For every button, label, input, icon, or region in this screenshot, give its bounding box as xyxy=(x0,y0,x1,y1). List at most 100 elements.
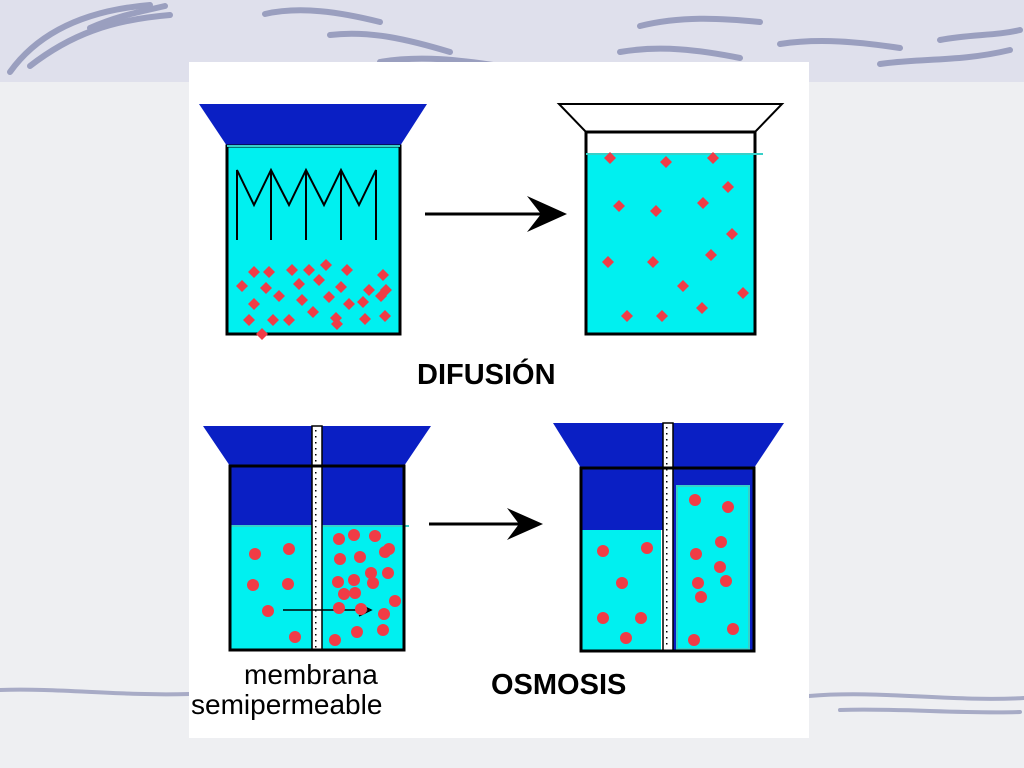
membrane-pore xyxy=(315,622,317,624)
membrane-pore xyxy=(666,613,668,615)
particle xyxy=(303,264,315,276)
particle xyxy=(286,264,298,276)
membrane-pore xyxy=(666,643,668,645)
particle xyxy=(375,290,387,302)
membrane-pore xyxy=(315,484,317,486)
particle xyxy=(688,634,700,646)
particle xyxy=(597,545,609,557)
membrane-pore xyxy=(666,469,668,471)
membrane-pore xyxy=(666,517,668,519)
particle xyxy=(650,205,662,217)
particle xyxy=(621,310,633,322)
membrane-pore xyxy=(315,538,317,540)
particle xyxy=(720,575,732,587)
membrane-pore xyxy=(666,439,668,441)
membrane-pore xyxy=(666,565,668,567)
membrane-pore xyxy=(315,454,317,456)
particle xyxy=(283,314,295,326)
membrane-pore xyxy=(315,448,317,450)
membrane-pore xyxy=(666,445,668,447)
membrane-pore xyxy=(315,472,317,474)
beaker-osmosis-before xyxy=(203,425,431,652)
membrane-pore xyxy=(666,511,668,513)
membrane-pore xyxy=(666,631,668,633)
membrane-pores xyxy=(666,427,668,645)
arrow-diffusion xyxy=(425,196,567,232)
particle xyxy=(635,612,647,624)
particle xyxy=(355,603,367,615)
membrane-pore xyxy=(666,475,668,477)
membrane-pore xyxy=(315,628,317,630)
particle xyxy=(656,310,668,322)
particles xyxy=(602,152,749,322)
particle xyxy=(348,574,360,586)
beaker-rim xyxy=(199,104,427,146)
particle xyxy=(726,228,738,240)
particle xyxy=(377,624,389,636)
diffusion-label: DIFUSIÓN xyxy=(417,357,556,391)
particle xyxy=(341,264,353,276)
particle xyxy=(333,602,345,614)
membrane-pore xyxy=(666,523,668,525)
particle xyxy=(727,623,739,635)
membrane-label-line2: semipermeable xyxy=(191,689,382,720)
particle xyxy=(597,612,609,624)
membrane-pore xyxy=(315,616,317,618)
beaker-water xyxy=(586,154,755,334)
particle xyxy=(354,551,366,563)
membrane-pore xyxy=(315,562,317,564)
particle xyxy=(715,536,727,548)
membrane-pore xyxy=(666,583,668,585)
particle xyxy=(616,577,628,589)
particles xyxy=(329,529,401,646)
particle xyxy=(369,530,381,542)
membrane-pore xyxy=(666,451,668,453)
particle xyxy=(260,282,272,294)
particle xyxy=(722,501,734,513)
arrow-osmosis xyxy=(429,508,543,540)
particle xyxy=(365,567,377,579)
particle xyxy=(714,561,726,573)
membrane-pore xyxy=(315,520,317,522)
particle xyxy=(690,548,702,560)
membrane-pore xyxy=(315,544,317,546)
particle xyxy=(677,280,689,292)
membrane-pore xyxy=(666,553,668,555)
particle xyxy=(696,302,708,314)
membrane-pore xyxy=(666,577,668,579)
particle xyxy=(692,577,704,589)
particle xyxy=(379,546,391,558)
particle xyxy=(349,587,361,599)
particle xyxy=(737,287,749,299)
membrane-pore xyxy=(666,559,668,561)
membrane-pore xyxy=(315,436,317,438)
membrane-pore xyxy=(315,640,317,642)
membrane-pore xyxy=(315,478,317,480)
particle xyxy=(379,310,391,322)
particle xyxy=(289,631,301,643)
particle xyxy=(283,543,295,555)
membrane-pore xyxy=(666,487,668,489)
membrane-pore xyxy=(666,571,668,573)
particle xyxy=(359,313,371,325)
particle xyxy=(256,328,268,340)
particles xyxy=(688,494,739,646)
particle xyxy=(695,591,707,603)
particle xyxy=(357,296,369,308)
membrane-pore xyxy=(666,595,668,597)
particle xyxy=(236,280,248,292)
membrane-pore xyxy=(315,532,317,534)
membrane-pore xyxy=(666,619,668,621)
particle xyxy=(367,577,379,589)
particles xyxy=(247,543,301,643)
particle xyxy=(332,576,344,588)
particle xyxy=(343,298,355,310)
particle xyxy=(273,290,285,302)
particle xyxy=(248,266,260,278)
particle xyxy=(263,266,275,278)
membrane-pore xyxy=(315,634,317,636)
membrane-pore xyxy=(666,499,668,501)
particle xyxy=(282,578,294,590)
membrane-pore xyxy=(666,457,668,459)
particles xyxy=(597,542,653,644)
